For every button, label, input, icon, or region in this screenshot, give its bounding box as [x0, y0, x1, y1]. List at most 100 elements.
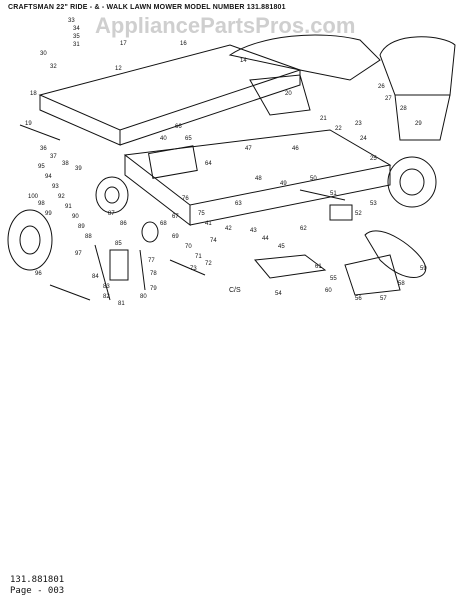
callout-12: 12 [115, 66, 122, 72]
callout-20: 20 [285, 91, 292, 97]
callout-29: 29 [415, 121, 422, 127]
callout-100: 100 [28, 194, 39, 200]
callout-39: 39 [75, 166, 82, 172]
callout-93: 93 [52, 184, 59, 190]
callout-54: 54 [275, 291, 282, 297]
rear-wheel [387, 156, 437, 208]
callout-60: 60 [325, 288, 332, 294]
callout-92: 92 [58, 194, 65, 200]
section-label: C/S [229, 287, 241, 294]
callout-70: 70 [185, 244, 192, 250]
callout-76: 76 [182, 196, 189, 202]
callout-49: 49 [280, 181, 287, 187]
callout-23: 23 [355, 121, 362, 127]
callout-98: 98 [38, 201, 45, 207]
callout-19: 19 [25, 121, 32, 127]
callout-16: 16 [180, 41, 187, 47]
callout-96: 96 [35, 271, 42, 277]
callout-62: 62 [300, 226, 307, 232]
callout-27: 27 [385, 96, 392, 102]
callout-61: 61 [315, 264, 322, 270]
callout-87: 87 [108, 211, 115, 217]
callout-69: 69 [172, 234, 179, 240]
callout-52: 52 [355, 211, 362, 217]
callout-63: 63 [235, 201, 242, 207]
callout-42: 42 [225, 226, 232, 232]
callout-82: 82 [103, 294, 110, 300]
drive-belt [364, 230, 427, 278]
callout-74: 74 [210, 238, 217, 244]
callout-33: 33 [68, 18, 75, 24]
callout-40: 40 [160, 136, 167, 142]
callout-34: 34 [73, 26, 80, 32]
callout-labels: 33 34 35 31 30 32 17 12 16 14 20 18 19 2… [25, 18, 427, 307]
callout-83: 83 [103, 284, 110, 290]
watermark: AppliancePartsPros.com [95, 13, 356, 38]
callout-85: 85 [115, 241, 122, 247]
callout-90: 90 [72, 214, 79, 220]
footer-page-number: Page - 003 [10, 586, 65, 596]
callout-80: 80 [140, 294, 147, 300]
page-footer: 131.881801 Page - 003 [10, 575, 64, 597]
callout-14: 14 [240, 58, 247, 64]
callout-47: 47 [245, 146, 252, 152]
callout-32: 32 [50, 64, 57, 70]
callout-58: 58 [398, 281, 405, 287]
callout-86: 86 [120, 221, 127, 227]
callout-77: 77 [148, 258, 155, 264]
callout-75: 75 [198, 211, 205, 217]
callout-17: 17 [120, 41, 127, 47]
callout-35: 35 [73, 34, 80, 40]
callout-99: 99 [45, 211, 52, 217]
callout-66: 66 [175, 124, 182, 130]
callout-95: 95 [38, 164, 45, 170]
callout-67: 67 [172, 214, 179, 220]
callout-48: 48 [255, 176, 262, 182]
callout-81: 81 [118, 301, 125, 307]
callout-43: 43 [250, 228, 257, 234]
callout-51: 51 [330, 191, 337, 197]
callout-94: 94 [45, 174, 52, 180]
callout-24: 24 [360, 136, 367, 142]
callout-31: 31 [73, 42, 80, 48]
callout-91: 91 [65, 204, 72, 210]
footer-model-number: 131.881801 [10, 575, 65, 585]
callout-41: 41 [205, 221, 212, 227]
side-plate [344, 254, 401, 296]
callout-57: 57 [380, 296, 387, 302]
callout-26: 26 [378, 84, 385, 90]
callout-21: 21 [320, 116, 327, 122]
callout-44: 44 [262, 236, 269, 242]
callout-45: 45 [278, 244, 285, 250]
callout-55: 55 [330, 276, 337, 282]
callout-78: 78 [150, 271, 157, 277]
callout-46: 46 [292, 146, 299, 152]
callout-53: 53 [370, 201, 377, 207]
callout-97: 97 [75, 251, 82, 257]
callout-25: 25 [370, 156, 377, 162]
callout-88: 88 [85, 234, 92, 240]
seat [379, 36, 456, 96]
front-hood [228, 34, 381, 81]
callout-73: 73 [190, 266, 197, 272]
callout-18: 18 [30, 91, 37, 97]
callout-89: 89 [78, 224, 85, 230]
callout-68: 68 [160, 221, 167, 227]
callout-71: 71 [195, 254, 202, 260]
callout-50: 50 [310, 176, 317, 182]
callout-56: 56 [355, 296, 362, 302]
callout-30: 30 [40, 51, 47, 57]
diagram-header-title: CRAFTSMAN 22" RIDE - & - WALK LAWN MOWER… [8, 4, 286, 11]
callout-72: 72 [205, 261, 212, 267]
callout-79: 79 [150, 286, 157, 292]
callout-65: 65 [185, 136, 192, 142]
callout-84: 84 [92, 274, 99, 280]
callout-38: 38 [62, 161, 69, 167]
callout-22: 22 [335, 126, 342, 132]
callout-37: 37 [50, 154, 57, 160]
bottom-plate [254, 254, 327, 279]
callout-36: 36 [40, 146, 47, 152]
callout-28: 28 [400, 106, 407, 112]
front-wheel [7, 209, 53, 271]
